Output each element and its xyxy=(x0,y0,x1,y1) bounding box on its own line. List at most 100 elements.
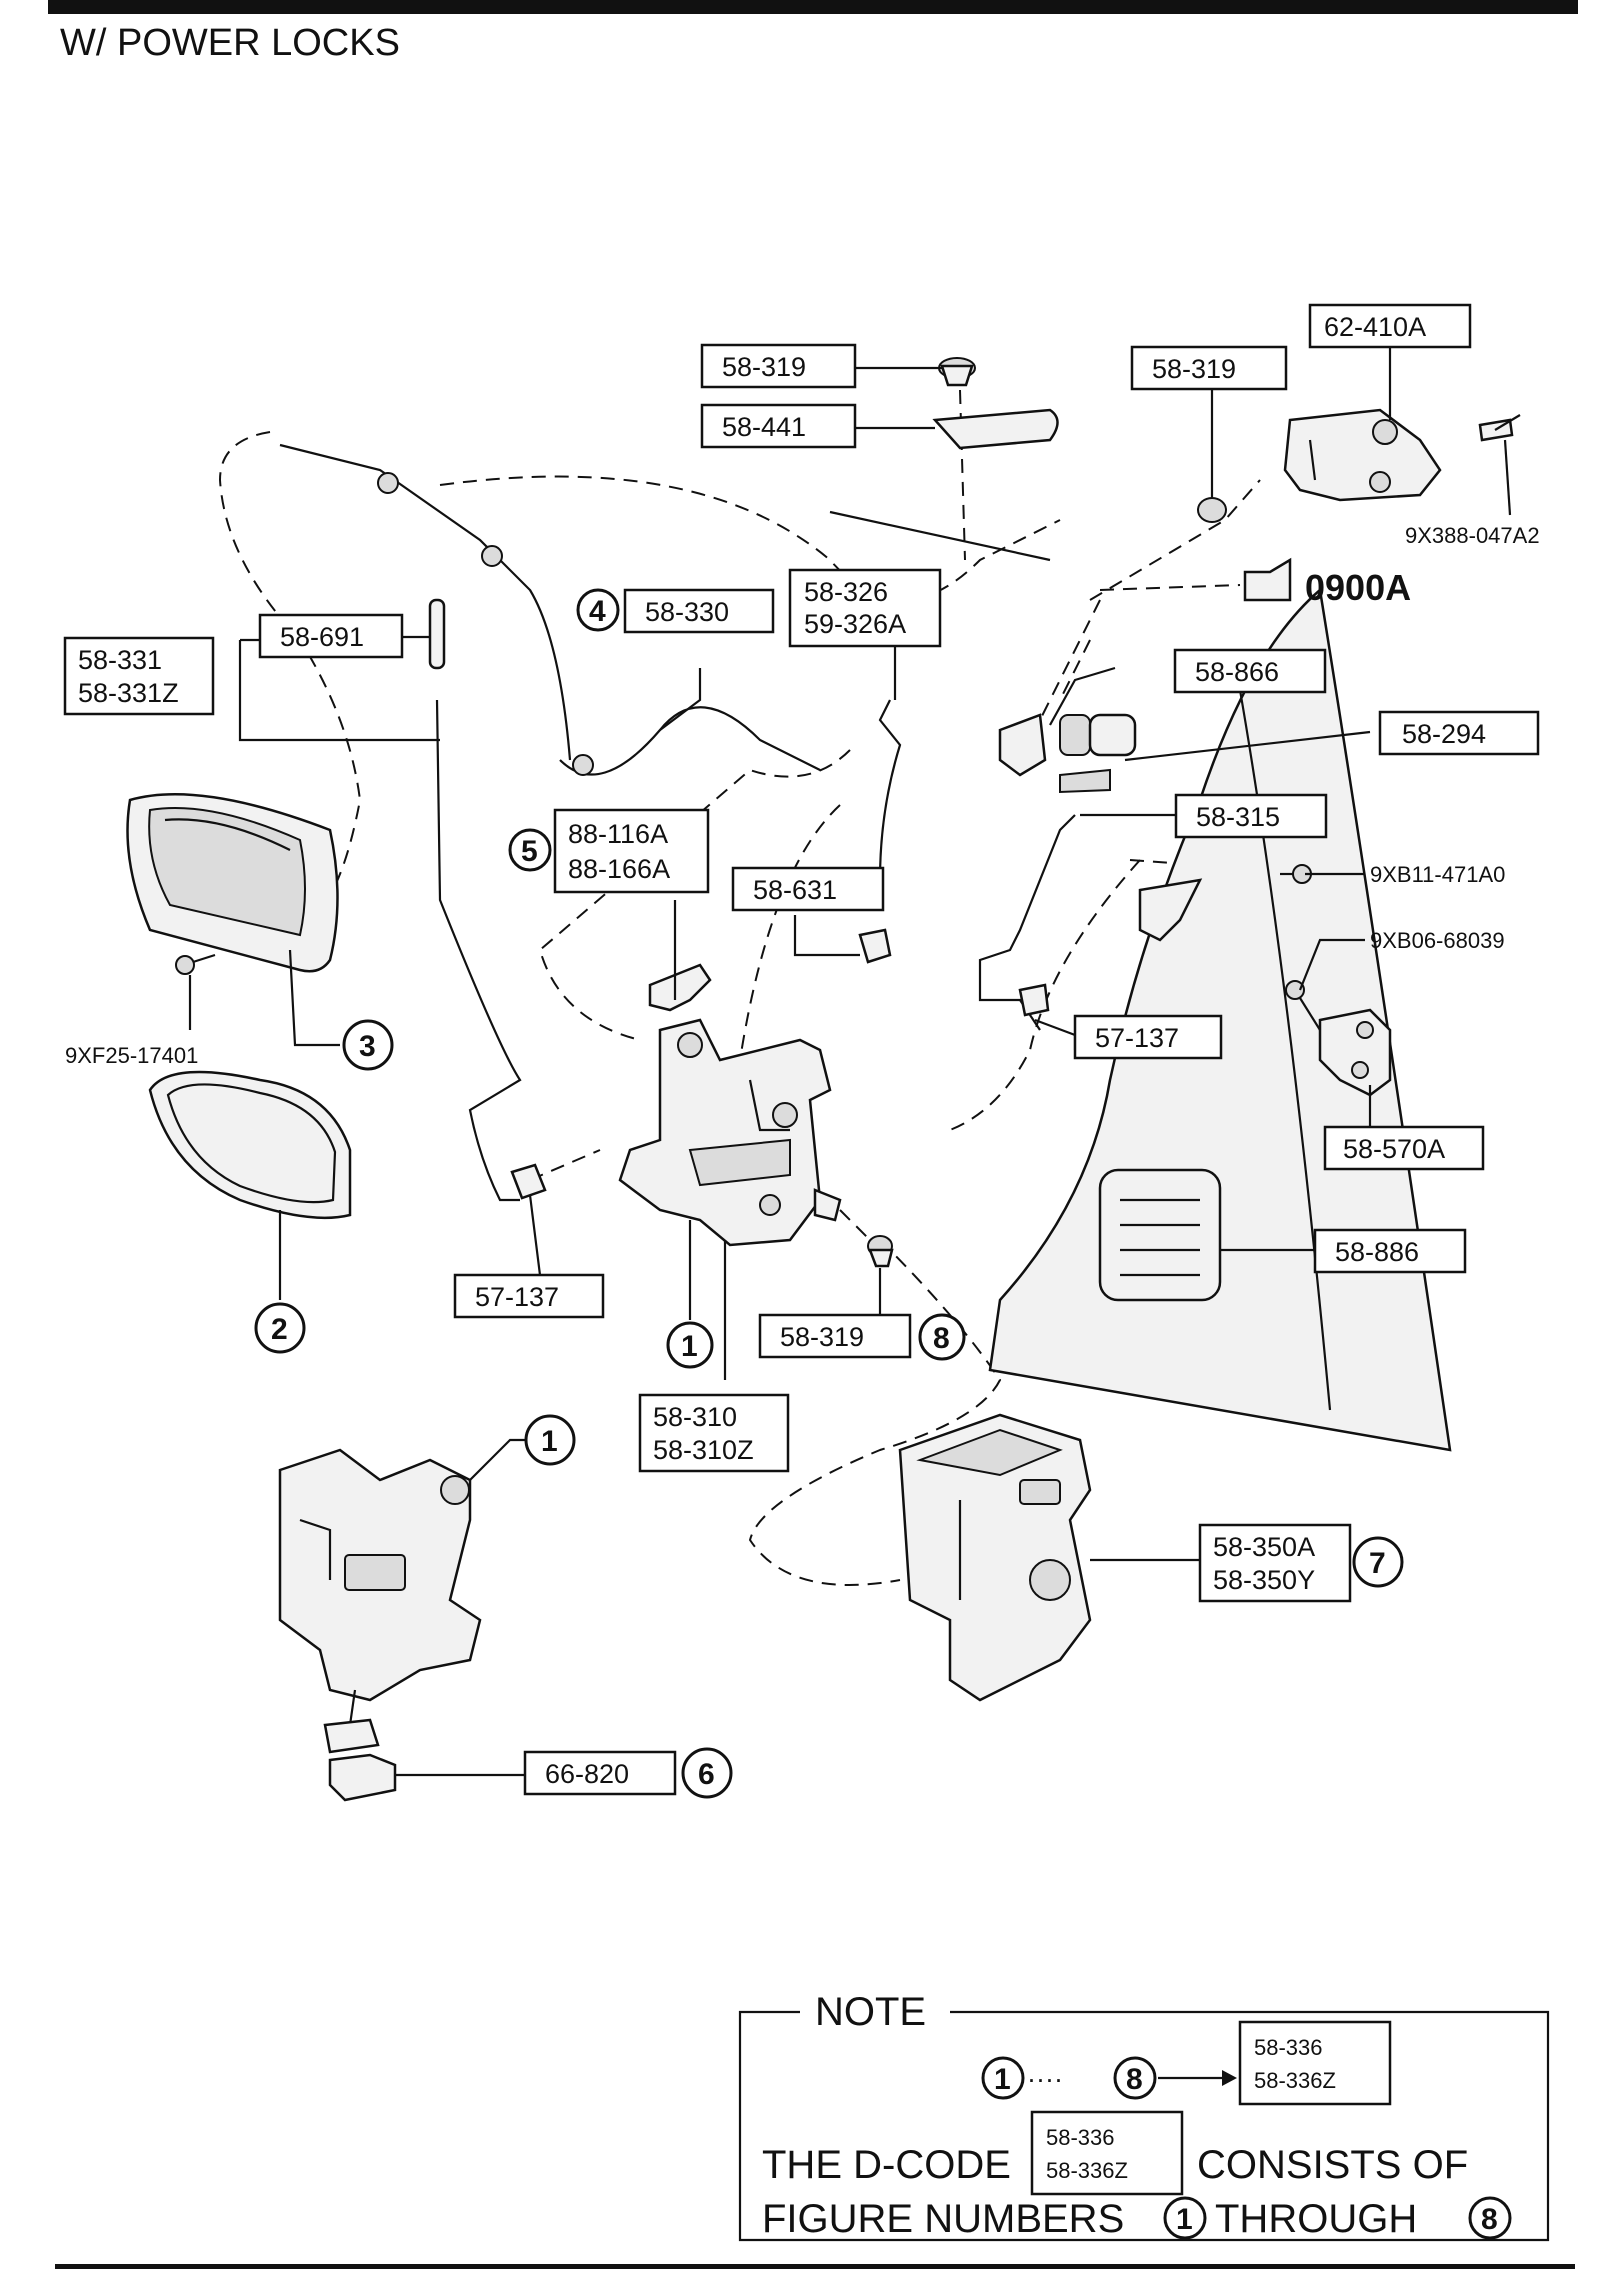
label-9XB11-471A0: 9XB11-471A0 xyxy=(1370,862,1505,887)
svg-text:1: 1 xyxy=(541,1425,558,1458)
svg-text:7: 7 xyxy=(1369,1547,1386,1580)
inner-handle-housing xyxy=(126,793,339,973)
label-57-137-right: 57-137 xyxy=(1073,1014,1223,1060)
svg-text:58-326: 58-326 xyxy=(804,577,888,607)
power-lock-actuator xyxy=(898,1413,1092,1702)
label-57-137-left: 57-137 xyxy=(453,1273,605,1319)
svg-text:2: 2 xyxy=(271,1313,288,1346)
label-58-331: 58-331 58-331Z xyxy=(63,636,215,716)
arrow-right-icon xyxy=(1222,2070,1237,2086)
callout-3: 3 xyxy=(342,1019,394,1071)
label-58-315: 58-315 xyxy=(1174,793,1328,839)
screw-9xf25 xyxy=(175,953,216,975)
cable-clip xyxy=(572,754,594,776)
svg-text:8: 8 xyxy=(933,1322,950,1355)
svg-text:58-441: 58-441 xyxy=(722,412,806,442)
svg-text:88-116A: 88-116A xyxy=(568,819,668,849)
clip-58-631 xyxy=(858,928,892,964)
dashed-outline-striker xyxy=(1089,479,1261,601)
svg-text:3: 3 xyxy=(359,1030,376,1063)
svg-text:57-137: 57-137 xyxy=(1095,1023,1179,1053)
bezel-2-inner xyxy=(166,1083,337,1204)
rod-clip-2 xyxy=(481,545,503,567)
link-88-116A xyxy=(648,963,712,1012)
svg-text:THE D-CODE: THE D-CODE xyxy=(762,2143,1011,2187)
label-9X388-047A2: 9X388-047A2 xyxy=(1405,523,1540,548)
callout-6: 6 xyxy=(681,1747,733,1799)
label-58-294: 58-294 xyxy=(1378,710,1540,756)
svg-text:58-336Z: 58-336Z xyxy=(1046,2158,1128,2183)
svg-text:58-310Z: 58-310Z xyxy=(653,1435,754,1465)
svg-text:····: ···· xyxy=(1027,2064,1063,2094)
screw-9xb06 xyxy=(1285,980,1321,1031)
nut-right xyxy=(1197,497,1227,523)
rod-clip-1 xyxy=(377,472,399,494)
label-88-116A: 88-116A 88-166A xyxy=(553,808,710,894)
svg-text:58-319: 58-319 xyxy=(1152,354,1236,384)
callout-2: 2 xyxy=(254,1302,306,1354)
svg-text:6: 6 xyxy=(698,1758,715,1791)
svg-text:57-137: 57-137 xyxy=(475,1282,559,1312)
rod-58-691 xyxy=(428,598,446,670)
dashed-outline-right xyxy=(949,859,1141,1131)
svg-text:8: 8 xyxy=(1126,2063,1143,2096)
note-heading: NOTE xyxy=(815,1990,926,2034)
svg-text:58-350A: 58-350A xyxy=(1213,1532,1315,1562)
leader-lines xyxy=(188,343,1512,1777)
screw-9xb11 xyxy=(1280,864,1312,884)
label-58-631: 58-631 xyxy=(731,866,885,912)
label-58-866: 58-866 xyxy=(1173,648,1327,694)
door-latch-assembly xyxy=(618,1018,842,1247)
svg-text:THROUGH: THROUGH xyxy=(1215,2197,1417,2241)
callout-8: 8 xyxy=(918,1313,966,1361)
grommet-top xyxy=(938,357,976,387)
svg-text:58-330: 58-330 xyxy=(645,597,729,627)
label-58-319-right: 58-319 xyxy=(1130,345,1288,391)
label-58-330: 58-330 xyxy=(623,588,775,634)
label-58-326: 58-326 59-326A xyxy=(788,568,942,648)
note-box: NOTE 1 ···· 8 58-336 58-336Z THE D-CODE … xyxy=(738,1990,1550,2242)
ref-0900a: 0900A xyxy=(1305,567,1411,608)
bracket-58-570A xyxy=(1318,1008,1392,1097)
latch-detail xyxy=(278,1448,482,1702)
label-58-350A: 58-350A 58-350Y xyxy=(1198,1523,1352,1603)
page-title: W/ POWER LOCKS xyxy=(60,22,400,64)
svg-text:59-326A: 59-326A xyxy=(804,609,906,639)
callout-1-latch: 1 xyxy=(666,1321,714,1369)
svg-text:58-350Y: 58-350Y xyxy=(1213,1565,1315,1595)
callout-5: 5 xyxy=(508,828,552,872)
dashed-line-rod-end xyxy=(529,1149,601,1181)
svg-text:58-691: 58-691 xyxy=(280,622,364,652)
callout-1-detail: 1 xyxy=(524,1414,576,1466)
clip-57-137-right xyxy=(1018,983,1050,1017)
svg-text:1: 1 xyxy=(681,1330,698,1363)
dashed-line-vertical xyxy=(959,389,966,561)
lock-knob-58-866 xyxy=(998,713,1137,794)
svg-text:88-166A: 88-166A xyxy=(568,854,670,884)
svg-text:58-331: 58-331 xyxy=(78,645,162,675)
rod-58-315 xyxy=(978,814,1076,1031)
svg-text:58-336Z: 58-336Z xyxy=(1254,2068,1336,2093)
svg-text:62-410A: 62-410A xyxy=(1324,312,1426,342)
svg-text:58-631: 58-631 xyxy=(753,875,837,905)
bottom-rule xyxy=(55,2264,1575,2269)
door-panel-inner-edge xyxy=(1238,689,1332,1411)
svg-text:4: 4 xyxy=(589,595,606,628)
svg-text:58-319: 58-319 xyxy=(780,1322,864,1352)
svg-text:58-336: 58-336 xyxy=(1046,2125,1115,2150)
rod-58-331 xyxy=(435,699,522,1202)
dashed-line-0900a xyxy=(1099,584,1241,591)
svg-text:58-886: 58-886 xyxy=(1335,1237,1419,1267)
label-9XB06-68039: 9XB06-68039 xyxy=(1370,928,1505,953)
wire-harness-66-820 xyxy=(323,1689,397,1802)
striker-62-410A xyxy=(1283,408,1442,502)
svg-text:FIGURE NUMBERS: FIGURE NUMBERS xyxy=(762,2197,1124,2241)
top-rule xyxy=(48,0,1578,14)
svg-text:1: 1 xyxy=(994,2063,1011,2096)
rod-upper xyxy=(279,443,572,761)
label-58-691: 58-691 xyxy=(258,613,404,659)
label-58-319-mid: 58-319 xyxy=(758,1313,912,1359)
vent-grille xyxy=(1098,1168,1222,1302)
svg-text:58-319: 58-319 xyxy=(722,352,806,382)
